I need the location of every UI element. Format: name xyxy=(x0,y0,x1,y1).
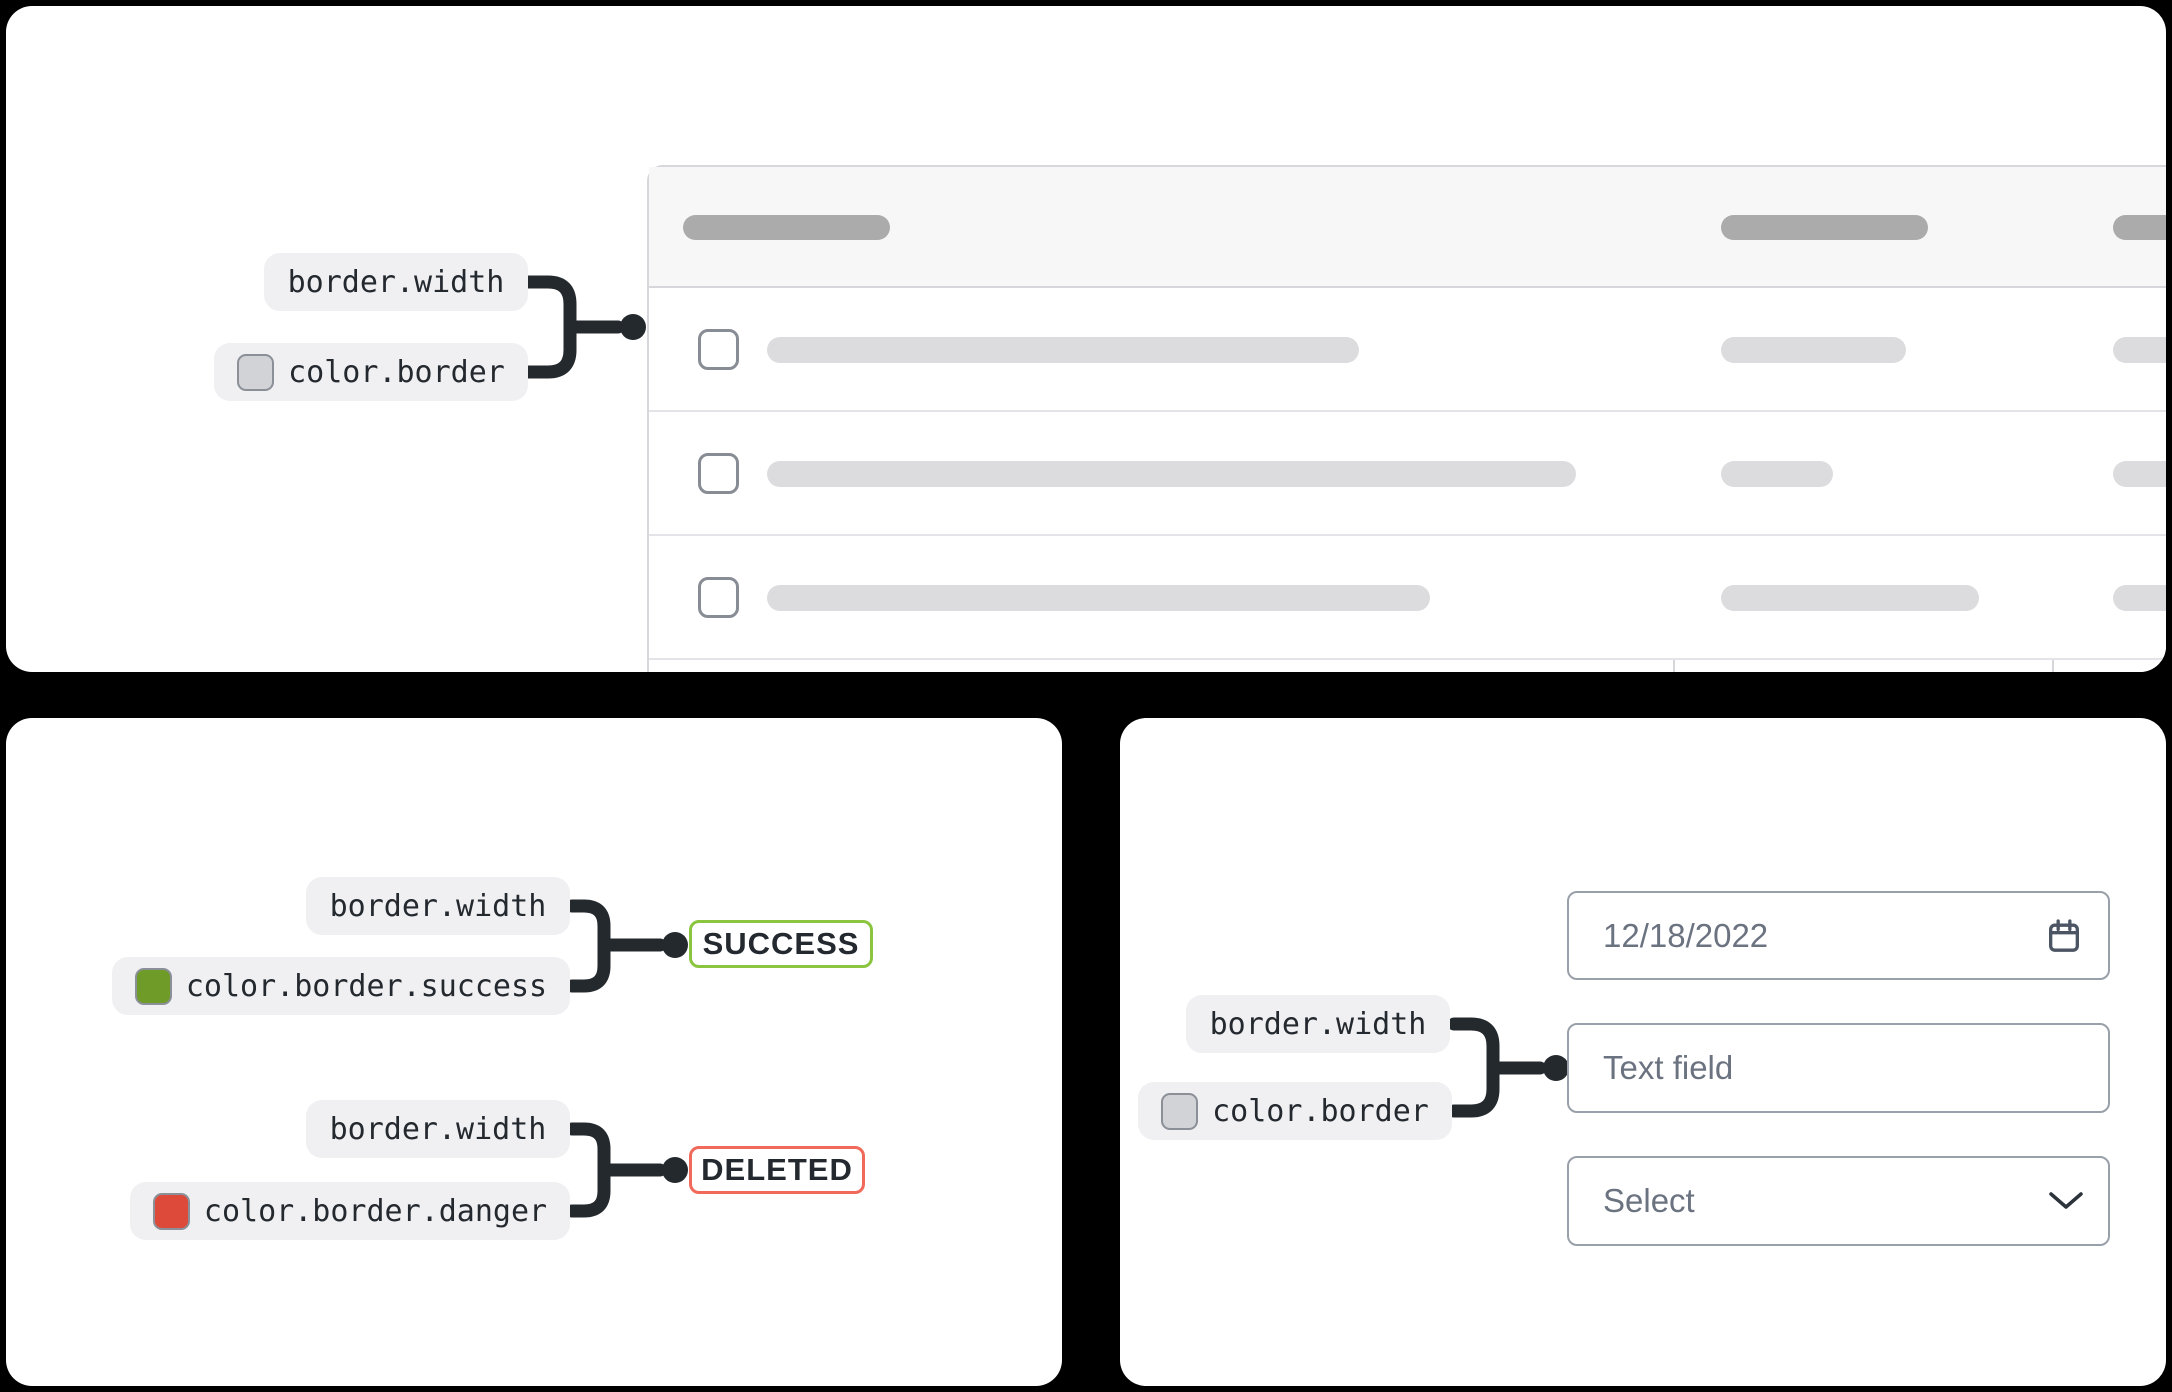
table-row xyxy=(649,536,2166,660)
token-label: border.width xyxy=(329,1111,547,1147)
color-swatch-gray xyxy=(1161,1092,1199,1130)
badge-label: DELETED xyxy=(701,1152,853,1187)
row-checkbox[interactable] xyxy=(698,329,739,370)
table-row xyxy=(649,412,2166,536)
color-swatch-gray xyxy=(237,353,275,391)
select-value: Select xyxy=(1603,1182,1695,1219)
text-input[interactable] xyxy=(1569,1025,2108,1111)
token-chip-color-border-success: color.border.success xyxy=(112,957,570,1015)
table-header-row xyxy=(649,167,2166,288)
skeleton-cell-pill xyxy=(1721,461,1833,487)
token-label: border.width xyxy=(287,264,505,300)
token-label: border.width xyxy=(1209,1006,1427,1042)
date-input[interactable] xyxy=(1569,893,2044,978)
skeleton-cell-pill xyxy=(2113,461,2166,487)
token-label: color.border xyxy=(288,354,505,390)
token-label: color.border.success xyxy=(185,968,548,1004)
calendar-icon[interactable] xyxy=(2044,915,2084,957)
token-label: border.width xyxy=(329,888,547,924)
token-chip-border-width: border.width xyxy=(264,253,528,311)
color-swatch-success xyxy=(134,967,172,1005)
token-label: color.border xyxy=(1212,1093,1429,1129)
table-demo-card xyxy=(6,6,2166,672)
date-field[interactable] xyxy=(1567,891,2110,980)
badge-label: SUCCESS xyxy=(702,926,860,961)
skeleton-cell-pill xyxy=(2113,585,2166,611)
status-badge-deleted: DELETED xyxy=(689,1146,865,1194)
row-checkbox[interactable] xyxy=(698,453,739,494)
skeleton-cell-pill xyxy=(767,337,1359,363)
skeleton-header-pill xyxy=(683,215,890,240)
badges-demo-card xyxy=(6,718,1062,1386)
select-field[interactable]: Select xyxy=(1567,1156,2110,1246)
skeleton-cell-pill xyxy=(1721,337,1906,363)
skeleton-cell-pill xyxy=(1721,585,1979,611)
skeleton-header-pill xyxy=(1721,215,1928,240)
skeleton-cell-pill xyxy=(2113,337,2166,363)
row-checkbox[interactable] xyxy=(698,577,739,618)
chevron-down-icon xyxy=(2048,1191,2084,1211)
skeleton-cell-pill xyxy=(767,461,1576,487)
data-table xyxy=(647,165,2166,672)
token-chip-color-border-danger: color.border.danger xyxy=(130,1182,570,1240)
skeleton-header-pill xyxy=(2113,215,2166,240)
token-chip-border-width: border.width xyxy=(1186,995,1450,1053)
token-chip-border-width: border.width xyxy=(306,1100,570,1158)
status-badge-success: SUCCESS xyxy=(689,920,873,968)
token-label: color.border.danger xyxy=(203,1193,548,1229)
token-chip-border-width: border.width xyxy=(306,877,570,935)
token-chip-color-border: color.border xyxy=(1138,1082,1452,1140)
color-swatch-danger xyxy=(152,1192,190,1230)
token-chip-color-border: color.border xyxy=(214,343,528,401)
skeleton-cell-pill xyxy=(767,585,1430,611)
text-field[interactable] xyxy=(1567,1023,2110,1113)
table-row xyxy=(649,288,2166,412)
